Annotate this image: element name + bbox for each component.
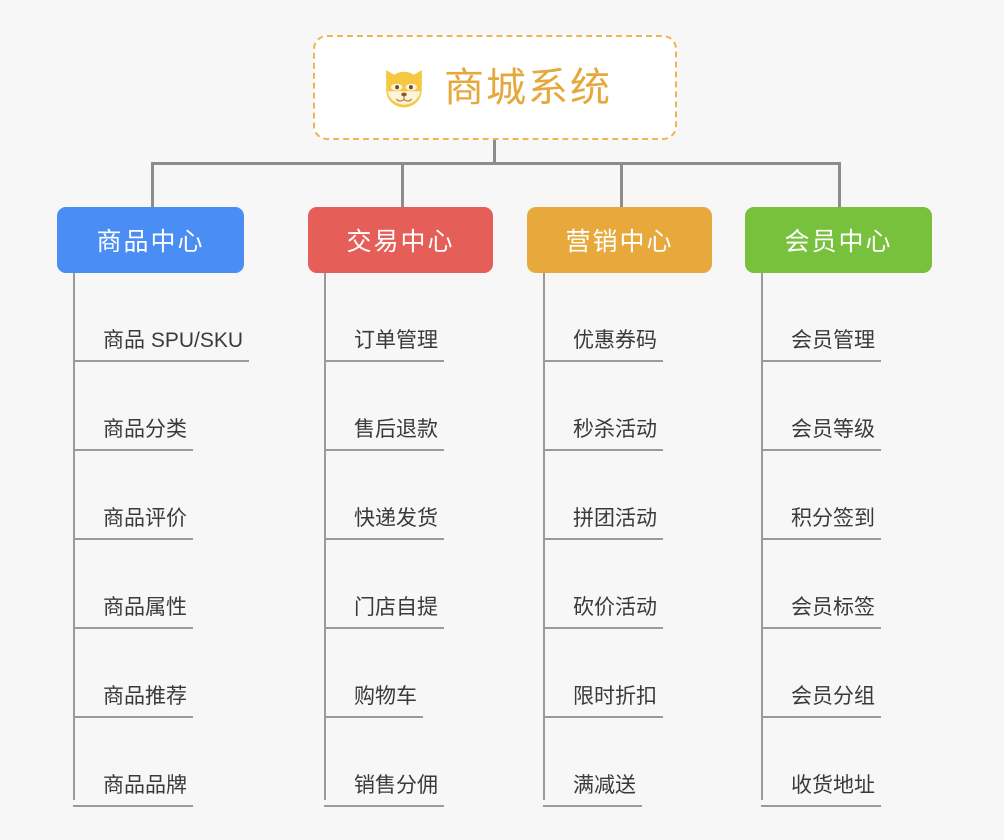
leaf-label: 秒杀活动 bbox=[543, 418, 663, 451]
list-item[interactable]: 商品评价 bbox=[73, 451, 249, 540]
leaf-label: 拼团活动 bbox=[543, 507, 663, 540]
connector-horizontal-bus bbox=[151, 162, 841, 165]
list-item[interactable]: 售后退款 bbox=[324, 362, 444, 451]
leaf-label: 门店自提 bbox=[324, 596, 444, 629]
list-item[interactable]: 销售分佣 bbox=[324, 718, 444, 807]
leaf-label: 收货地址 bbox=[761, 774, 881, 807]
leaf-label: 商品推荐 bbox=[73, 685, 193, 718]
leaf-list: 商品 SPU/SKU 商品分类 商品评价 商品属性 商品推荐 商品品牌 bbox=[73, 273, 250, 807]
list-item[interactable]: 门店自提 bbox=[324, 540, 444, 629]
category-box-product-center[interactable]: 商品中心 bbox=[57, 207, 244, 273]
list-item[interactable]: 满减送 bbox=[543, 718, 663, 807]
leaf-label: 商品分类 bbox=[73, 418, 193, 451]
list-item[interactable]: 商品 SPU/SKU bbox=[73, 273, 250, 362]
connector-drop-4 bbox=[838, 162, 841, 208]
list-item[interactable]: 会员等级 bbox=[761, 362, 881, 451]
list-item[interactable]: 商品品牌 bbox=[73, 718, 249, 807]
list-item[interactable]: 会员标签 bbox=[761, 540, 881, 629]
connector-drop-1 bbox=[151, 162, 154, 208]
leaf-label: 满减送 bbox=[543, 774, 642, 807]
list-item[interactable]: 砍价活动 bbox=[543, 540, 663, 629]
branch-spine bbox=[543, 273, 545, 800]
category-label: 会员中心 bbox=[784, 228, 893, 256]
leaf-label: 快递发货 bbox=[324, 507, 444, 540]
leaf-label: 积分签到 bbox=[761, 507, 881, 540]
leaf-label: 购物车 bbox=[324, 685, 423, 718]
list-item[interactable]: 商品分类 bbox=[73, 362, 249, 451]
leaf-label: 商品属性 bbox=[73, 596, 193, 629]
branch-spine bbox=[324, 273, 326, 800]
leaf-label: 限时折扣 bbox=[543, 685, 663, 718]
leaf-label: 会员标签 bbox=[761, 596, 881, 629]
list-item[interactable]: 商品推荐 bbox=[73, 629, 249, 718]
leaf-label: 售后退款 bbox=[324, 418, 444, 451]
list-item[interactable]: 快递发货 bbox=[324, 451, 444, 540]
list-item[interactable]: 会员分组 bbox=[761, 629, 881, 718]
leaf-list: 订单管理 售后退款 快递发货 门店自提 购物车 销售分佣 bbox=[324, 273, 444, 807]
category-label: 营销中心 bbox=[565, 228, 674, 256]
leaf-label: 砍价活动 bbox=[543, 596, 663, 629]
leaf-label: 销售分佣 bbox=[324, 774, 444, 807]
list-item[interactable]: 积分签到 bbox=[761, 451, 881, 540]
leaf-label: 会员等级 bbox=[761, 418, 881, 451]
root-title: 商城系统 bbox=[444, 65, 612, 110]
category-box-marketing-center[interactable]: 营销中心 bbox=[527, 207, 712, 273]
branch-spine bbox=[761, 273, 763, 800]
leaf-list: 会员管理 会员等级 积分签到 会员标签 会员分组 收货地址 bbox=[761, 273, 881, 807]
connector-drop-3 bbox=[620, 162, 623, 208]
branch-spine bbox=[73, 273, 75, 800]
list-item[interactable]: 限时折扣 bbox=[543, 629, 663, 718]
connector-root-stem bbox=[493, 140, 496, 164]
dog-face-icon bbox=[386, 69, 422, 109]
leaf-label: 会员管理 bbox=[761, 329, 881, 362]
leaf-label: 商品品牌 bbox=[73, 774, 193, 807]
list-item[interactable]: 拼团活动 bbox=[543, 451, 663, 540]
leaf-label: 优惠券码 bbox=[543, 329, 663, 362]
category-label: 交易中心 bbox=[346, 228, 455, 256]
list-item[interactable]: 购物车 bbox=[324, 629, 444, 718]
leaf-list: 优惠券码 秒杀活动 拼团活动 砍价活动 限时折扣 满减送 bbox=[543, 273, 663, 807]
category-box-member-center[interactable]: 会员中心 bbox=[745, 207, 932, 273]
list-item[interactable]: 订单管理 bbox=[324, 273, 444, 362]
root-node[interactable]: 商城系统 bbox=[313, 35, 677, 140]
list-item[interactable]: 优惠券码 bbox=[543, 273, 663, 362]
leaf-label: 订单管理 bbox=[324, 329, 444, 362]
connector-drop-2 bbox=[401, 162, 404, 208]
leaf-label: 商品 SPU/SKU bbox=[73, 329, 250, 362]
list-item[interactable]: 收货地址 bbox=[761, 718, 881, 807]
category-box-trade-center[interactable]: 交易中心 bbox=[308, 207, 493, 273]
list-item[interactable]: 会员管理 bbox=[761, 273, 881, 362]
list-item[interactable]: 商品属性 bbox=[73, 540, 249, 629]
list-item[interactable]: 秒杀活动 bbox=[543, 362, 663, 451]
leaf-label: 商品评价 bbox=[73, 507, 193, 540]
category-label: 商品中心 bbox=[96, 228, 205, 256]
leaf-label: 会员分组 bbox=[761, 685, 881, 718]
